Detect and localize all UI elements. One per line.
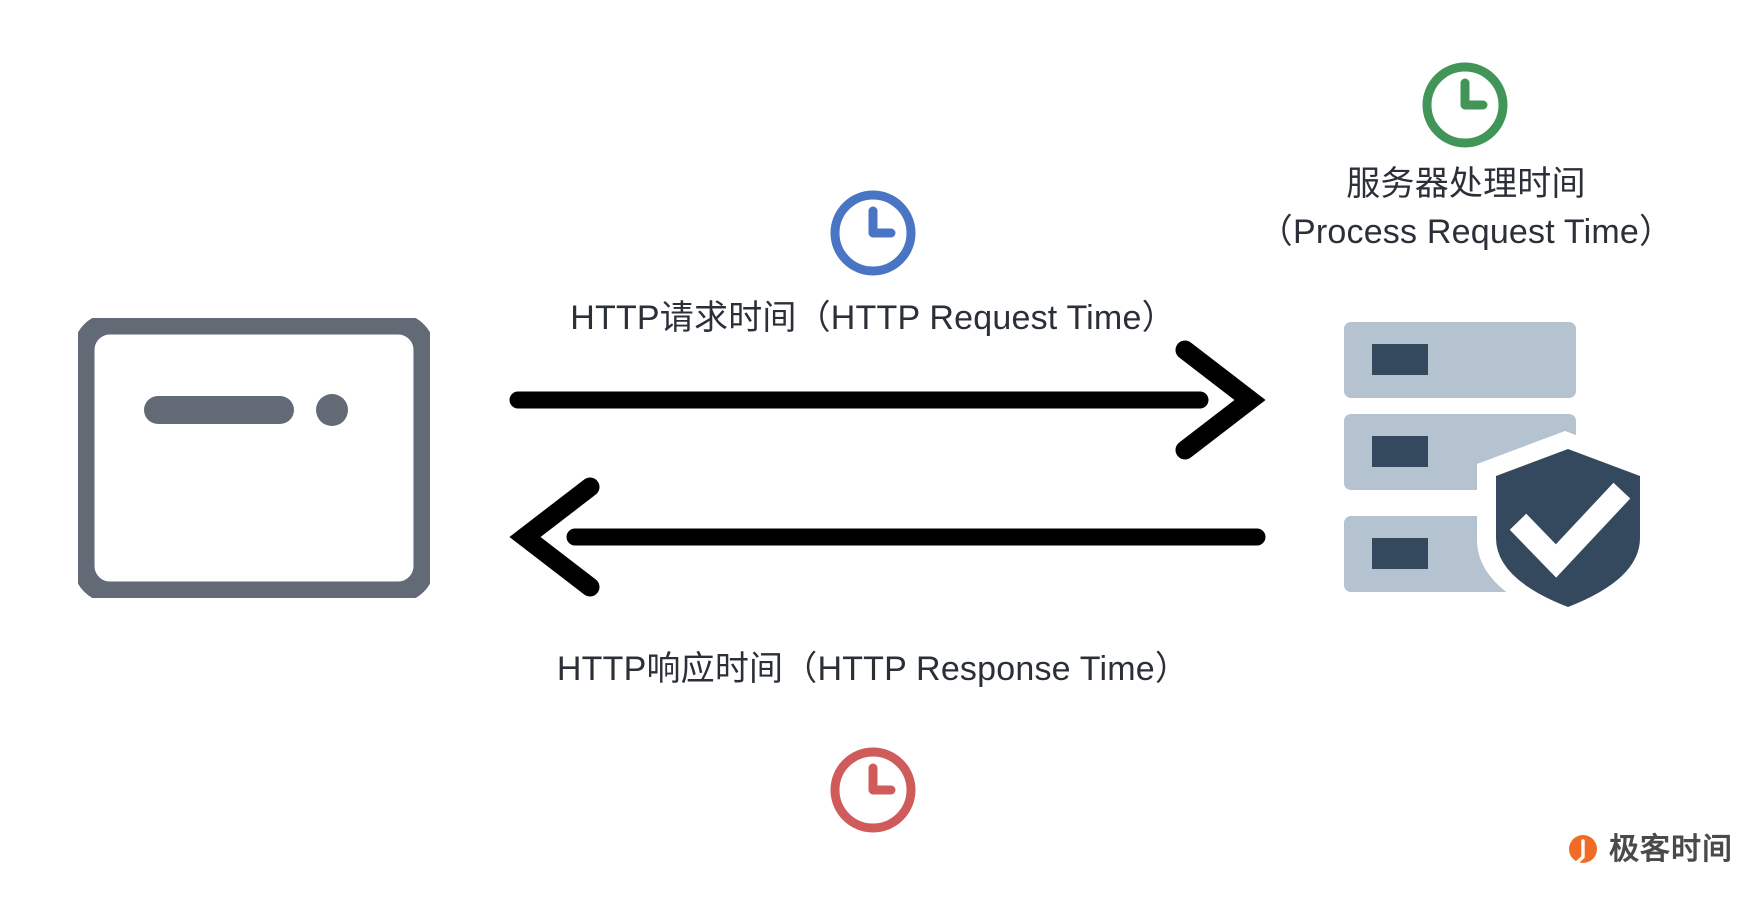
client-browser-icon <box>78 318 430 598</box>
server-stack-icon-svg <box>1344 322 1650 608</box>
response-flow-label: HTTP响应时间（HTTP Response Time） <box>556 650 1190 688</box>
clock-icon-request <box>823 183 923 283</box>
request-arrow-svg <box>509 340 1266 460</box>
server-label-line2: （Process Request Time） <box>1258 213 1674 252</box>
request-flow-label: HTTP请求时间（HTTP Request Time） <box>570 299 1176 337</box>
check-icon <box>1509 482 1631 578</box>
clock-icon-response <box>823 740 923 840</box>
response-arrow <box>505 477 1266 597</box>
server-label: 服务器处理时间 （Process Request Time） <box>1166 160 1750 257</box>
clock-icon-process <box>1415 55 1515 155</box>
response-arrow-svg <box>509 477 1266 597</box>
server-label-line1: 服务器处理时间 <box>1346 165 1586 203</box>
server-rack-top <box>1344 322 1576 398</box>
server-rack-slot-top <box>1372 344 1428 375</box>
shield-icon <box>1496 449 1640 607</box>
clock-icon-request-svg <box>830 190 916 276</box>
geektime-logo-icon <box>1569 835 1597 864</box>
request-arrow <box>509 340 1270 460</box>
server-rack-slot-middle <box>1372 436 1428 467</box>
server-rack-slot-bottom <box>1372 538 1428 569</box>
server-stack-icon <box>1340 318 1650 608</box>
clock-icon-response-svg <box>830 747 916 833</box>
clock-icon-process-svg <box>1422 62 1508 148</box>
watermark-text: 极客时间 <box>1609 833 1733 866</box>
client-browser-icon-svg <box>78 318 430 598</box>
watermark-logo: 极客时间 <box>1566 833 1733 867</box>
